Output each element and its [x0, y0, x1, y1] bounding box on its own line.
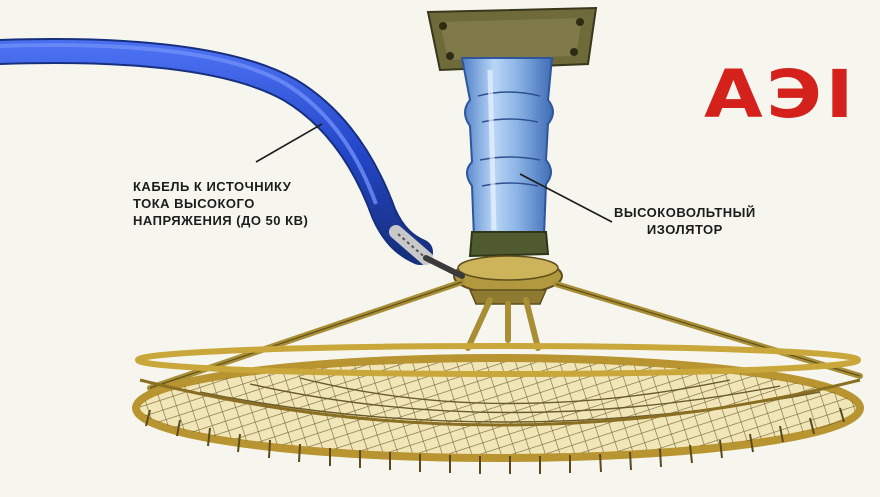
hub — [454, 232, 562, 304]
cable-label: КАБЕЛЬ К ИСТОЧНИКУ ТОКА ВЫСОКОГО НАПРЯЖЕ… — [133, 178, 308, 229]
cable-label-line-1: КАБЕЛЬ К ИСТОЧНИКУ — [133, 178, 308, 195]
cable-label-line-2: ТОКА ВЫСОКОГО — [133, 195, 308, 212]
article-title-fragment: АЭІ — [704, 62, 857, 128]
insulator-label-line-1: ВЫСОКОВОЛЬТНЫЙ — [614, 204, 756, 221]
leader-lines — [256, 124, 612, 222]
cable — [0, 45, 462, 276]
insulator-label: ВЫСОКОВОЛЬТНЫЙ ИЗОЛЯТОР — [614, 204, 756, 238]
cable-label-line-3: НАПРЯЖЕНИЯ (ДО 50 КВ) — [133, 212, 308, 229]
mesh-grid — [136, 346, 860, 474]
insulator-label-line-2: ИЗОЛЯТОР — [614, 221, 756, 238]
insulator — [462, 58, 553, 238]
